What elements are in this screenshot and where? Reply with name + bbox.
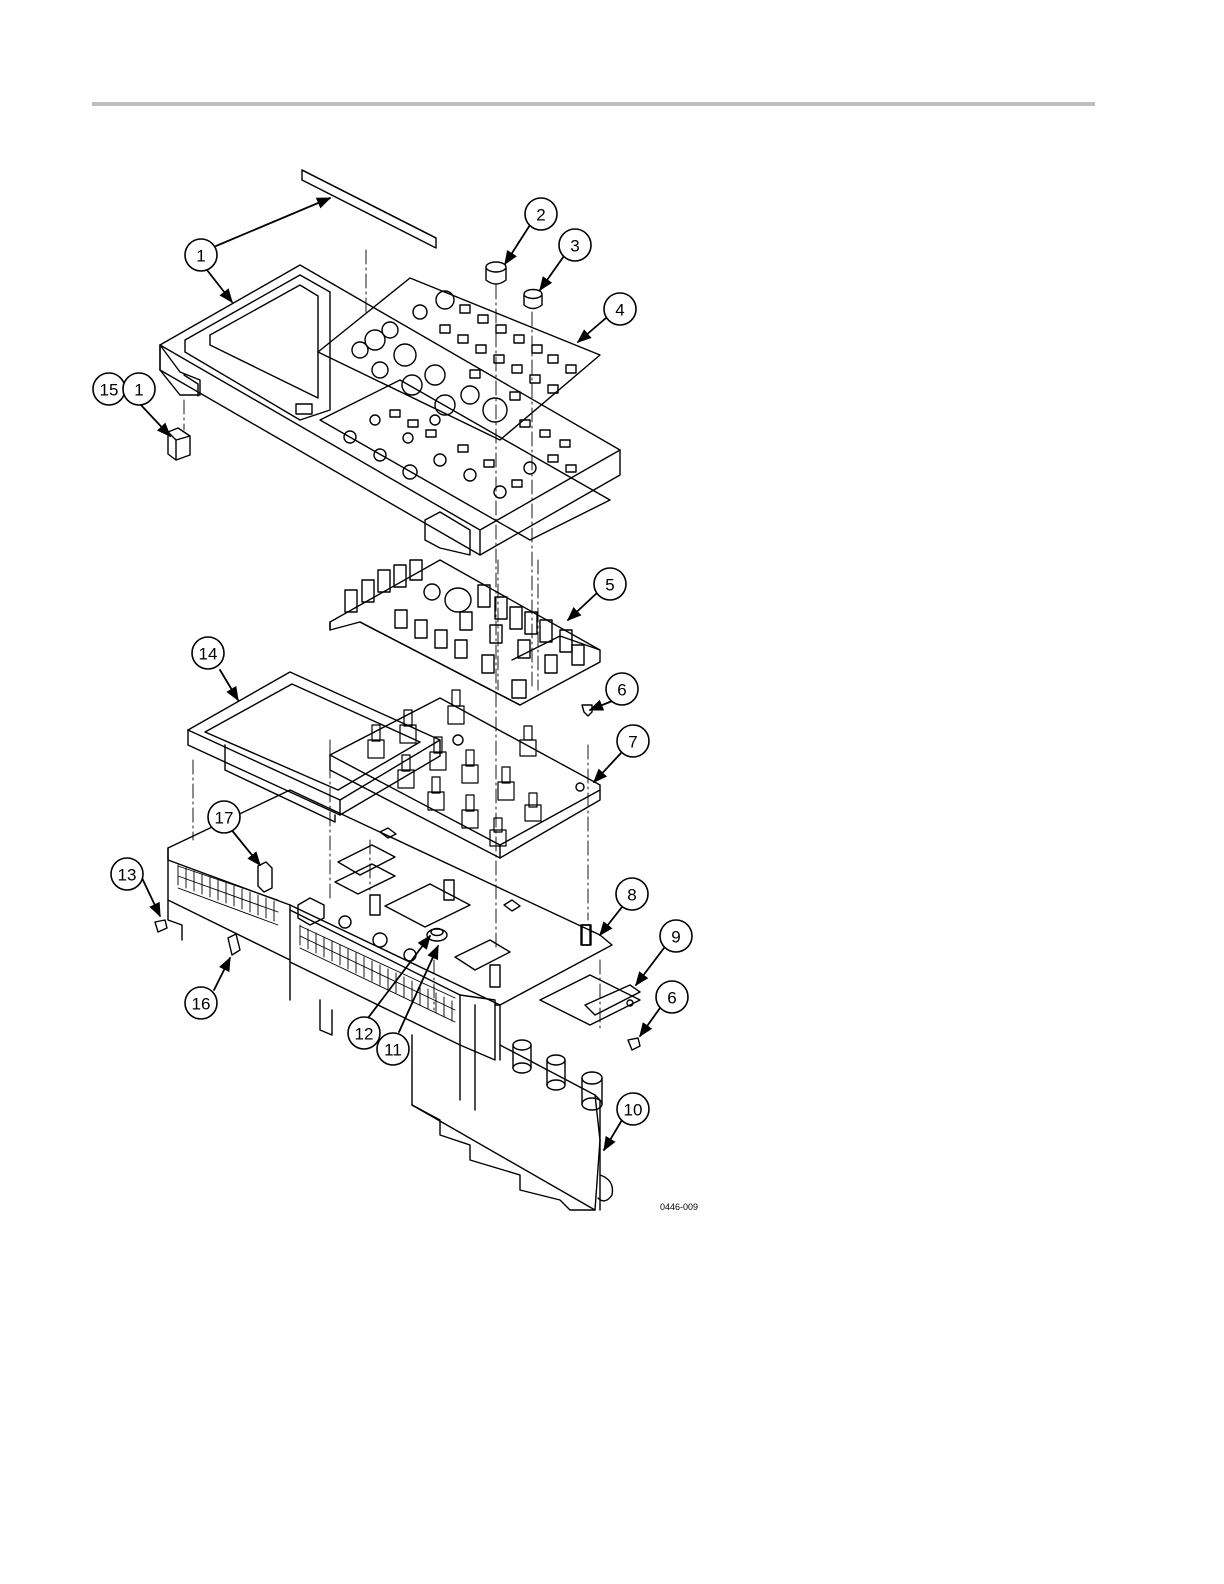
clip-part-16	[228, 934, 240, 955]
callout-17: 17	[215, 809, 234, 828]
clip-part-17	[258, 862, 272, 892]
callout-1-left: 1	[134, 381, 143, 400]
front-panel-board-part-7	[330, 690, 600, 858]
callout-7: 7	[628, 733, 637, 752]
callout-16: 16	[192, 995, 211, 1014]
window-strip-part-1	[302, 170, 436, 248]
screw-part-13	[155, 920, 167, 932]
callout-14: 14	[199, 645, 218, 664]
lcd-display-part-14	[188, 672, 440, 822]
callout-4: 4	[615, 301, 624, 320]
callout-6-bottom: 6	[667, 989, 676, 1008]
knob-part-2	[486, 262, 506, 284]
callout-3: 3	[570, 237, 579, 256]
key-elastomer-part-5	[330, 560, 600, 705]
callout-11: 11	[384, 1041, 402, 1060]
callout-8: 8	[627, 886, 636, 905]
screw-part-6-bottom	[628, 1038, 640, 1050]
leader-arrows	[140, 198, 664, 1150]
callout-15: 15	[100, 381, 119, 400]
figure-number: 0446-009	[660, 1202, 698, 1212]
callout-12: 12	[355, 1025, 374, 1044]
callout-9: 9	[671, 928, 680, 947]
latch-part-15	[168, 428, 190, 460]
callout-1-top: 1	[196, 247, 205, 266]
callout-10: 10	[624, 1101, 643, 1120]
callout-5: 5	[605, 576, 614, 595]
rear-board-part-10	[412, 1035, 613, 1210]
keypad-overlay-part-4	[318, 278, 600, 440]
knob-part-3	[524, 290, 542, 309]
callout-13: 13	[118, 866, 137, 885]
callout-2: 2	[536, 206, 545, 225]
washer-part-11-12	[427, 929, 447, 942]
callout-6-top: 6	[617, 681, 626, 700]
